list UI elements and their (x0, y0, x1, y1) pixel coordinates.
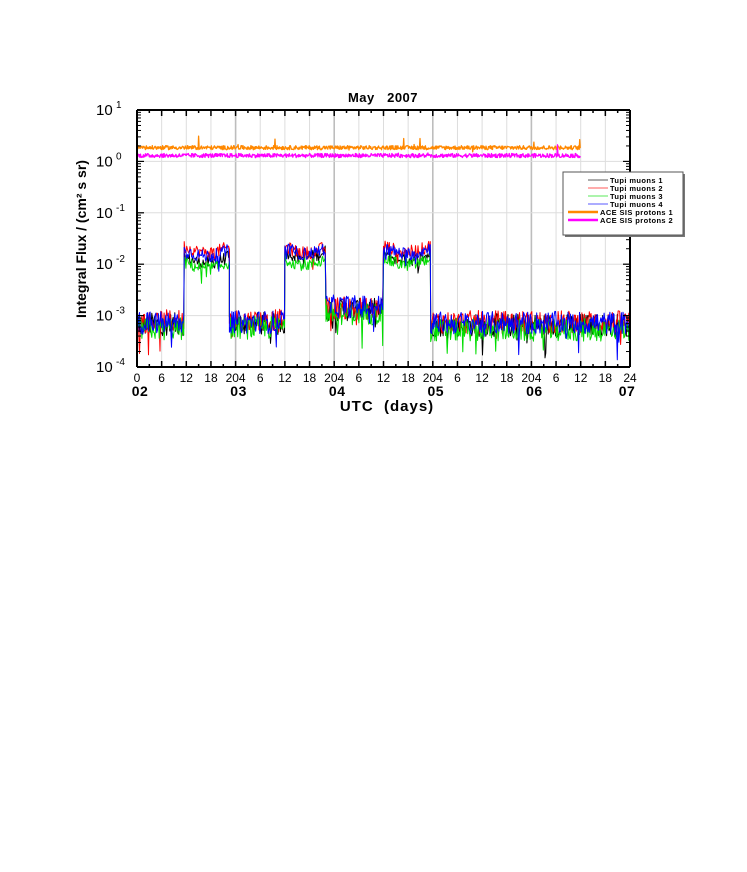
x-hour-tick-label: 18 (401, 371, 415, 385)
x-hour-tick-label: 18 (500, 371, 514, 385)
y-tick-label: 10 (96, 359, 113, 376)
x-hour-tick-label: 204 (226, 371, 246, 385)
x-hour-tick-label: 18 (204, 371, 218, 385)
legend-label: Tupi muons 2 (610, 184, 663, 193)
x-day-label: 03 (230, 383, 247, 399)
legend-label: ACE SIS protons 1 (600, 208, 673, 217)
x-hour-tick-label: 12 (278, 371, 292, 385)
legend-label: ACE SIS protons 2 (600, 216, 673, 225)
x-hour-tick-label: 12 (574, 371, 588, 385)
y-tick-exponent: -4 (116, 357, 125, 368)
y-axis-label: Integral Flux / (cm² s sr) (73, 160, 89, 318)
y-tick-label: 10 (96, 153, 113, 170)
axes (136, 109, 631, 368)
legend-box (562, 171, 684, 236)
legend-label: Tupi muons 1 (610, 176, 663, 185)
x-hour-tick-label: 12 (180, 371, 194, 385)
y-tick-exponent: 1 (116, 100, 122, 111)
x-day-label: 02 (132, 383, 149, 399)
x-day-label: 07 (619, 383, 636, 399)
y-tick-label: 10 (96, 308, 113, 325)
series-line-ace-sis-protons-2 (136, 144, 581, 159)
x-axis-label: UTC (days) (340, 398, 434, 415)
series-line-ace-sis-protons-1 (136, 135, 581, 153)
x-day-label: 06 (526, 383, 543, 399)
y-tick-label: 10 (96, 205, 113, 222)
x-hour-tick-label: 18 (303, 371, 317, 385)
x-hour-tick-label: 12 (377, 371, 391, 385)
x-hour-tick-label: 204 (324, 371, 344, 385)
x-hour-tick-label: 24 (623, 371, 637, 385)
x-hour-tick-label: 6 (158, 371, 165, 385)
x-hour-tick-label: 12 (475, 371, 489, 385)
series-line-tupi-muons-4 (136, 243, 631, 361)
x-hour-tick-label: 204 (521, 371, 541, 385)
x-day-label: 05 (428, 383, 445, 399)
y-tick-exponent: -3 (116, 306, 125, 317)
y-tick-exponent: 0 (116, 151, 122, 162)
y-tick-exponent: -2 (116, 254, 125, 265)
y-tick-label: 10 (96, 102, 113, 119)
x-hour-tick-label: 6 (257, 371, 264, 385)
legend-label: Tupi muons 4 (610, 200, 663, 209)
y-tick-label: 10 (96, 256, 113, 273)
data-series (136, 135, 631, 361)
chart-title: May 2007 (348, 90, 418, 105)
legend-label: Tupi muons 3 (610, 192, 663, 201)
x-day-label: 04 (329, 383, 346, 399)
y-tick-exponent: -1 (116, 203, 125, 214)
x-hour-tick-label: 0 (134, 371, 141, 385)
x-hour-tick-label: 6 (356, 371, 363, 385)
x-hour-tick-label: 6 (454, 371, 461, 385)
x-hour-tick-label: 18 (599, 371, 613, 385)
x-hour-tick-label: 204 (423, 371, 443, 385)
x-hour-tick-label: 6 (553, 371, 560, 385)
